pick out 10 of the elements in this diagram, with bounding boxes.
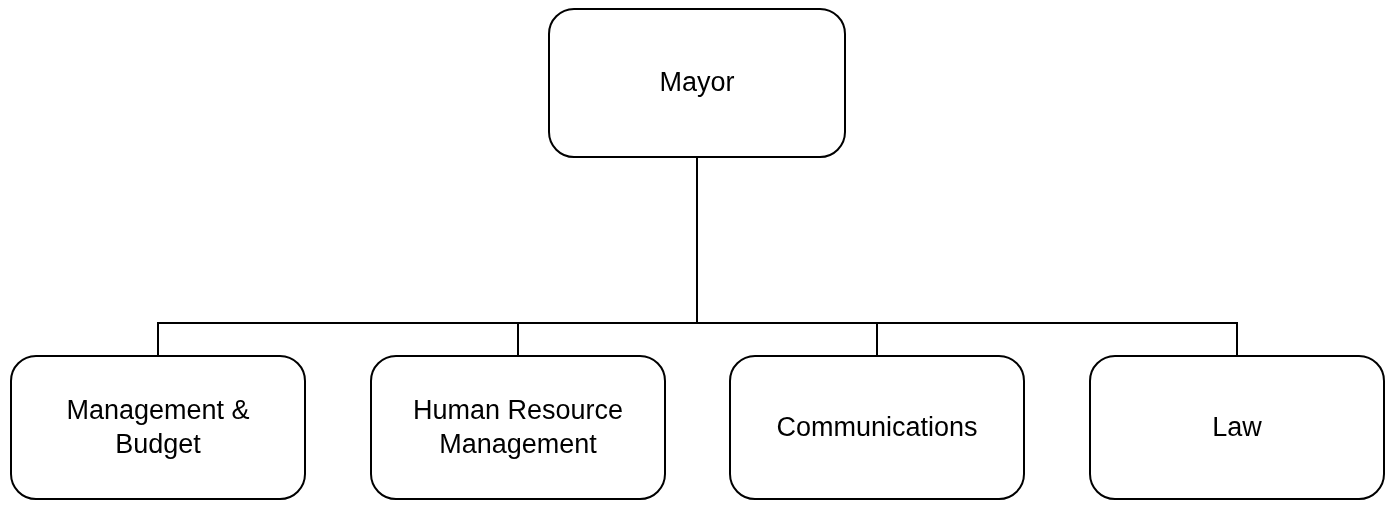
box-label: Human Resource Management (411, 393, 625, 461)
box-label: Management & Budget (65, 393, 251, 461)
org-box (370, 355, 666, 500)
box-label: Communications (776, 410, 978, 444)
box-label: Mayor (659, 66, 735, 100)
org-box (10, 355, 306, 500)
org-box (729, 355, 1025, 500)
org-box (1089, 355, 1385, 500)
org-box (548, 8, 846, 158)
box-label: Law (1212, 410, 1262, 444)
